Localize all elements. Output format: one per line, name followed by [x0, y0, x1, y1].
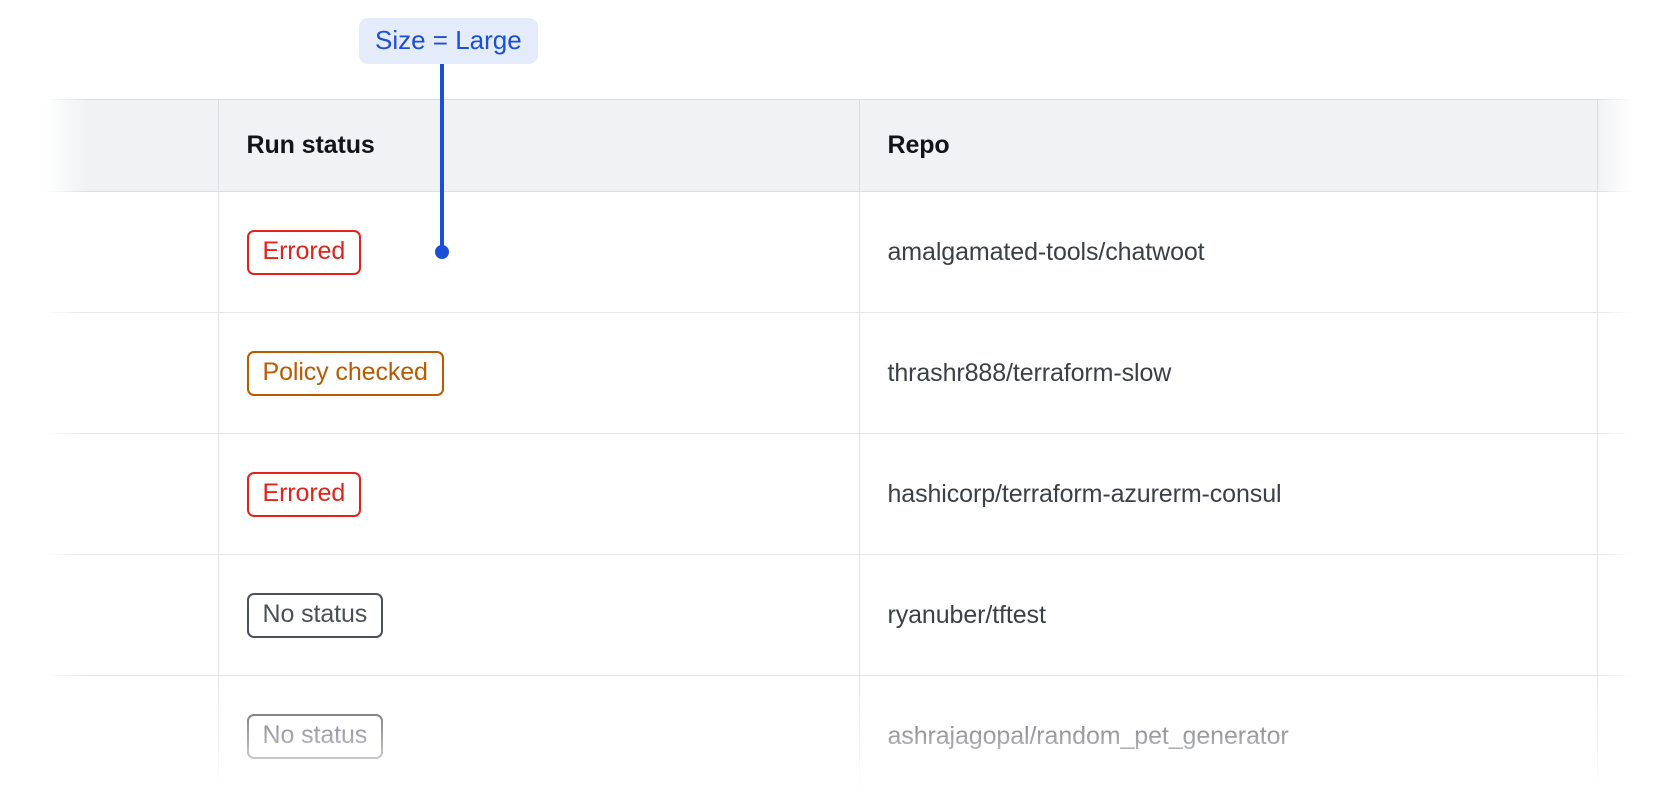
table-row[interactable]: Errored amalgamated-tools/chatwoot	[45, 191, 1632, 313]
column-header-extra	[1597, 99, 1632, 192]
row-select-cell[interactable]	[45, 675, 219, 788]
status-badge[interactable]: Errored	[246, 471, 362, 517]
row-status-cell: Errored	[218, 433, 860, 555]
column-header-repo[interactable]: Repo	[859, 99, 1598, 192]
row-status-cell: Errored	[218, 191, 860, 313]
row-repo-cell[interactable]: thrashr888/terraform-slow	[859, 312, 1598, 434]
status-badge[interactable]: Policy checked	[246, 350, 444, 396]
row-extra-cell	[1597, 312, 1632, 434]
table-row[interactable]: No status ryanuber/tftest	[45, 554, 1632, 676]
row-select-cell[interactable]	[45, 433, 219, 555]
status-badge-label: Errored	[262, 236, 346, 265]
row-repo-cell[interactable]: ashrajagopal/random_pet_generator	[859, 675, 1598, 788]
row-extra-cell	[1597, 675, 1632, 788]
annotation-connector-line	[440, 60, 444, 252]
row-repo-cell[interactable]: ryanuber/tftest	[859, 554, 1598, 676]
status-badge[interactable]: No status	[246, 592, 384, 638]
table-header-row: Run status Repo	[45, 99, 1632, 192]
status-badge-label: No status	[262, 599, 368, 628]
row-repo-cell[interactable]: hashicorp/terraform-azurerm-consul	[859, 433, 1598, 555]
row-extra-cell	[1597, 433, 1632, 555]
status-badge[interactable]: Errored	[246, 229, 362, 275]
status-badge[interactable]: No status	[246, 713, 384, 759]
row-extra-cell	[1597, 554, 1632, 676]
status-badge-label: No status	[262, 720, 368, 749]
row-status-cell: No status	[218, 554, 860, 676]
status-badge-label: Policy checked	[262, 357, 428, 386]
row-status-cell: No status	[218, 675, 860, 788]
table-row[interactable]: Policy checked thrashr888/terraform-slow	[45, 312, 1632, 434]
annotation-connector-dot	[435, 245, 449, 259]
status-badge-label: Errored	[262, 478, 346, 507]
row-repo-cell[interactable]: amalgamated-tools/chatwoot	[859, 191, 1598, 313]
row-select-cell[interactable]	[45, 191, 219, 313]
row-select-cell[interactable]	[45, 554, 219, 676]
table-row[interactable]: Errored hashicorp/terraform-azurerm-cons…	[45, 433, 1632, 555]
row-select-cell[interactable]	[45, 312, 219, 434]
runs-table-container: Run status Repo Errored amalgamated-tool…	[45, 99, 1632, 788]
row-status-cell: Policy checked	[218, 312, 860, 434]
table-header: Run status Repo	[45, 99, 1632, 192]
column-header-select	[45, 99, 219, 192]
table-row[interactable]: No status ashrajagopal/random_pet_genera…	[45, 675, 1632, 788]
column-header-run-status[interactable]: Run status	[218, 99, 860, 192]
table-body: Errored amalgamated-tools/chatwoot Polic…	[45, 191, 1632, 788]
row-extra-cell	[1597, 191, 1632, 313]
runs-table: Run status Repo Errored amalgamated-tool…	[45, 99, 1632, 788]
annotation-callout: Size = Large	[359, 18, 538, 64]
